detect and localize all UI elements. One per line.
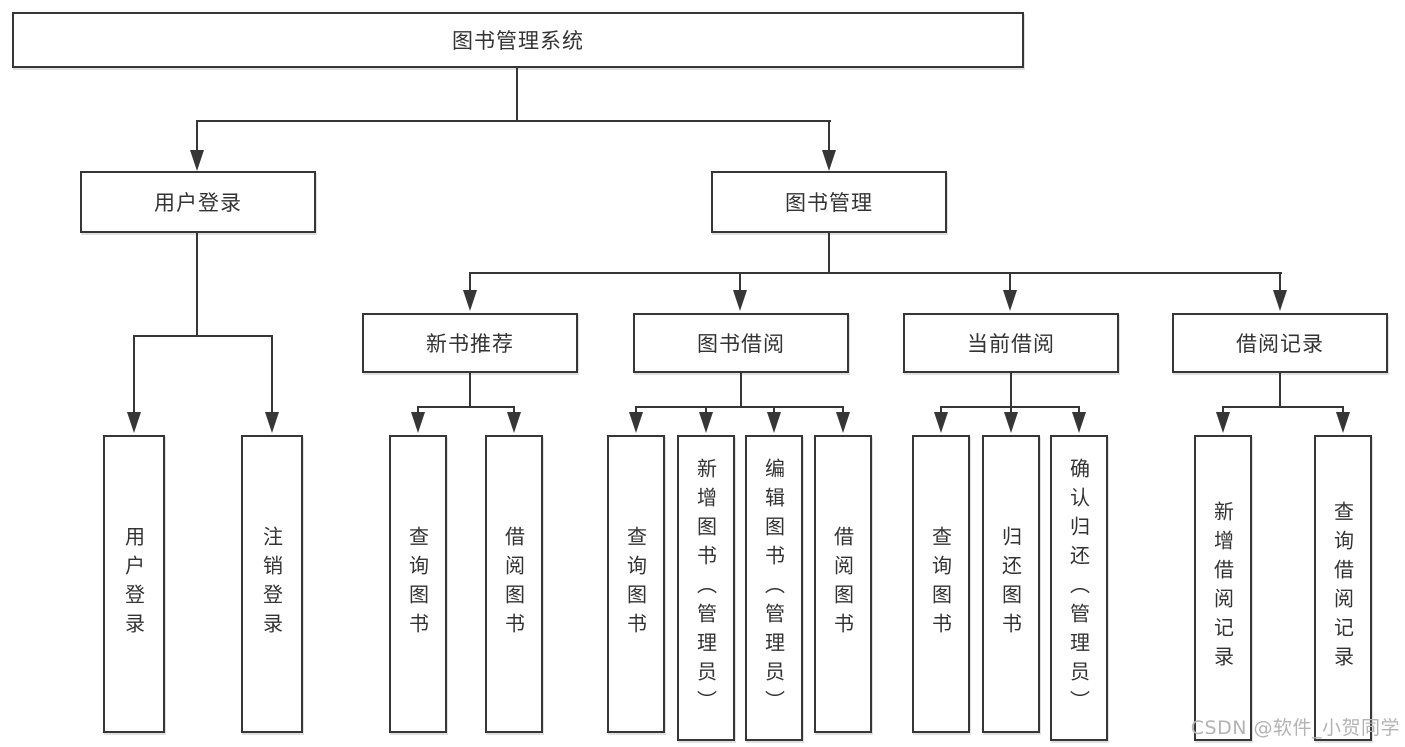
- arrow-down: [1273, 290, 1287, 311]
- connector-line: [940, 406, 942, 414]
- connector-line: [417, 406, 515, 408]
- arrow-down: [699, 412, 713, 433]
- connector-line: [1279, 373, 1281, 408]
- leaf-borrow-edit-books-admin: 编辑图书（管理员）: [745, 435, 803, 741]
- arrow-down: [1003, 290, 1017, 311]
- arrow-down: [934, 412, 948, 433]
- arrow-down: [629, 412, 643, 433]
- arrow-down: [463, 290, 477, 311]
- connector-line: [469, 272, 471, 291]
- connector-line: [828, 120, 830, 153]
- arrow-down: [1336, 412, 1350, 433]
- connector-line: [1078, 406, 1080, 414]
- node-book-borrow: 图书借阅: [633, 313, 849, 373]
- arrow-down: [507, 412, 521, 433]
- connector-line: [196, 120, 198, 153]
- node-new-book-recommend: 新书推荐: [362, 313, 578, 373]
- arrow-down: [822, 150, 836, 171]
- connector-line: [739, 272, 741, 291]
- connector-line: [196, 233, 198, 335]
- connector-line: [1279, 272, 1281, 291]
- leaf-borrow-query-books: 查询图书: [607, 435, 665, 733]
- connector-line: [842, 406, 844, 414]
- arrow-down: [411, 412, 425, 433]
- leaf-records-add-record: 新增借阅记录: [1194, 435, 1252, 741]
- node-user-login: 用户登录: [80, 171, 316, 233]
- connector-line: [469, 272, 1282, 274]
- connector-line: [1222, 406, 1343, 408]
- connector-line: [1342, 406, 1344, 414]
- connector-line: [635, 406, 844, 408]
- leaf-current-query-books: 查询图书: [912, 435, 970, 733]
- connector-line: [513, 406, 515, 414]
- node-current-borrow: 当前借阅: [903, 313, 1119, 373]
- leaf-newbook-query-books: 查询图书: [389, 435, 447, 733]
- connector-line: [1010, 373, 1012, 408]
- connector-line: [133, 335, 273, 337]
- arrow-down: [1072, 412, 1086, 433]
- connector-line: [1009, 272, 1011, 291]
- leaf-user-login: 用户登录: [103, 435, 165, 733]
- connector-line: [469, 373, 471, 408]
- connector-line: [940, 406, 1079, 408]
- leaf-current-return-books: 归还图书: [982, 435, 1040, 733]
- leaf-newbook-borrow-books: 借阅图书: [485, 435, 543, 733]
- leaf-current-confirm-return-admin: 确认归还（管理员）: [1050, 435, 1108, 741]
- connector-line: [133, 335, 135, 413]
- arrow-down: [733, 290, 747, 311]
- connector-line: [635, 406, 637, 414]
- arrow-down: [836, 412, 850, 433]
- leaf-borrow-borrow-books: 借阅图书: [814, 435, 872, 733]
- connector-line: [516, 68, 518, 121]
- leaf-logout: 注销登录: [241, 435, 303, 733]
- arrow-down: [190, 150, 204, 171]
- arrow-down: [1216, 412, 1230, 433]
- leaf-borrow-add-books-admin: 新增图书（管理员）: [677, 435, 735, 741]
- arrow-down: [1004, 412, 1018, 433]
- connector-line: [1222, 406, 1224, 414]
- node-root: 图书管理系统: [12, 12, 1024, 68]
- connector-line: [1010, 406, 1012, 414]
- connector-line: [417, 406, 419, 414]
- connector-line: [271, 335, 273, 413]
- node-book-management: 图书管理: [711, 171, 947, 233]
- arrow-down: [127, 412, 141, 433]
- connector-line: [773, 406, 775, 414]
- arrow-down: [767, 412, 781, 433]
- connector-line: [740, 373, 742, 408]
- watermark: CSDN @软件_小贺同学: [1190, 717, 1400, 739]
- arrow-down: [265, 412, 279, 433]
- node-borrow-records: 借阅记录: [1172, 313, 1388, 373]
- connector-line: [705, 406, 707, 414]
- connector-line: [828, 233, 830, 273]
- connector-line: [196, 120, 831, 122]
- leaf-records-query-record: 查询借阅记录: [1314, 435, 1372, 741]
